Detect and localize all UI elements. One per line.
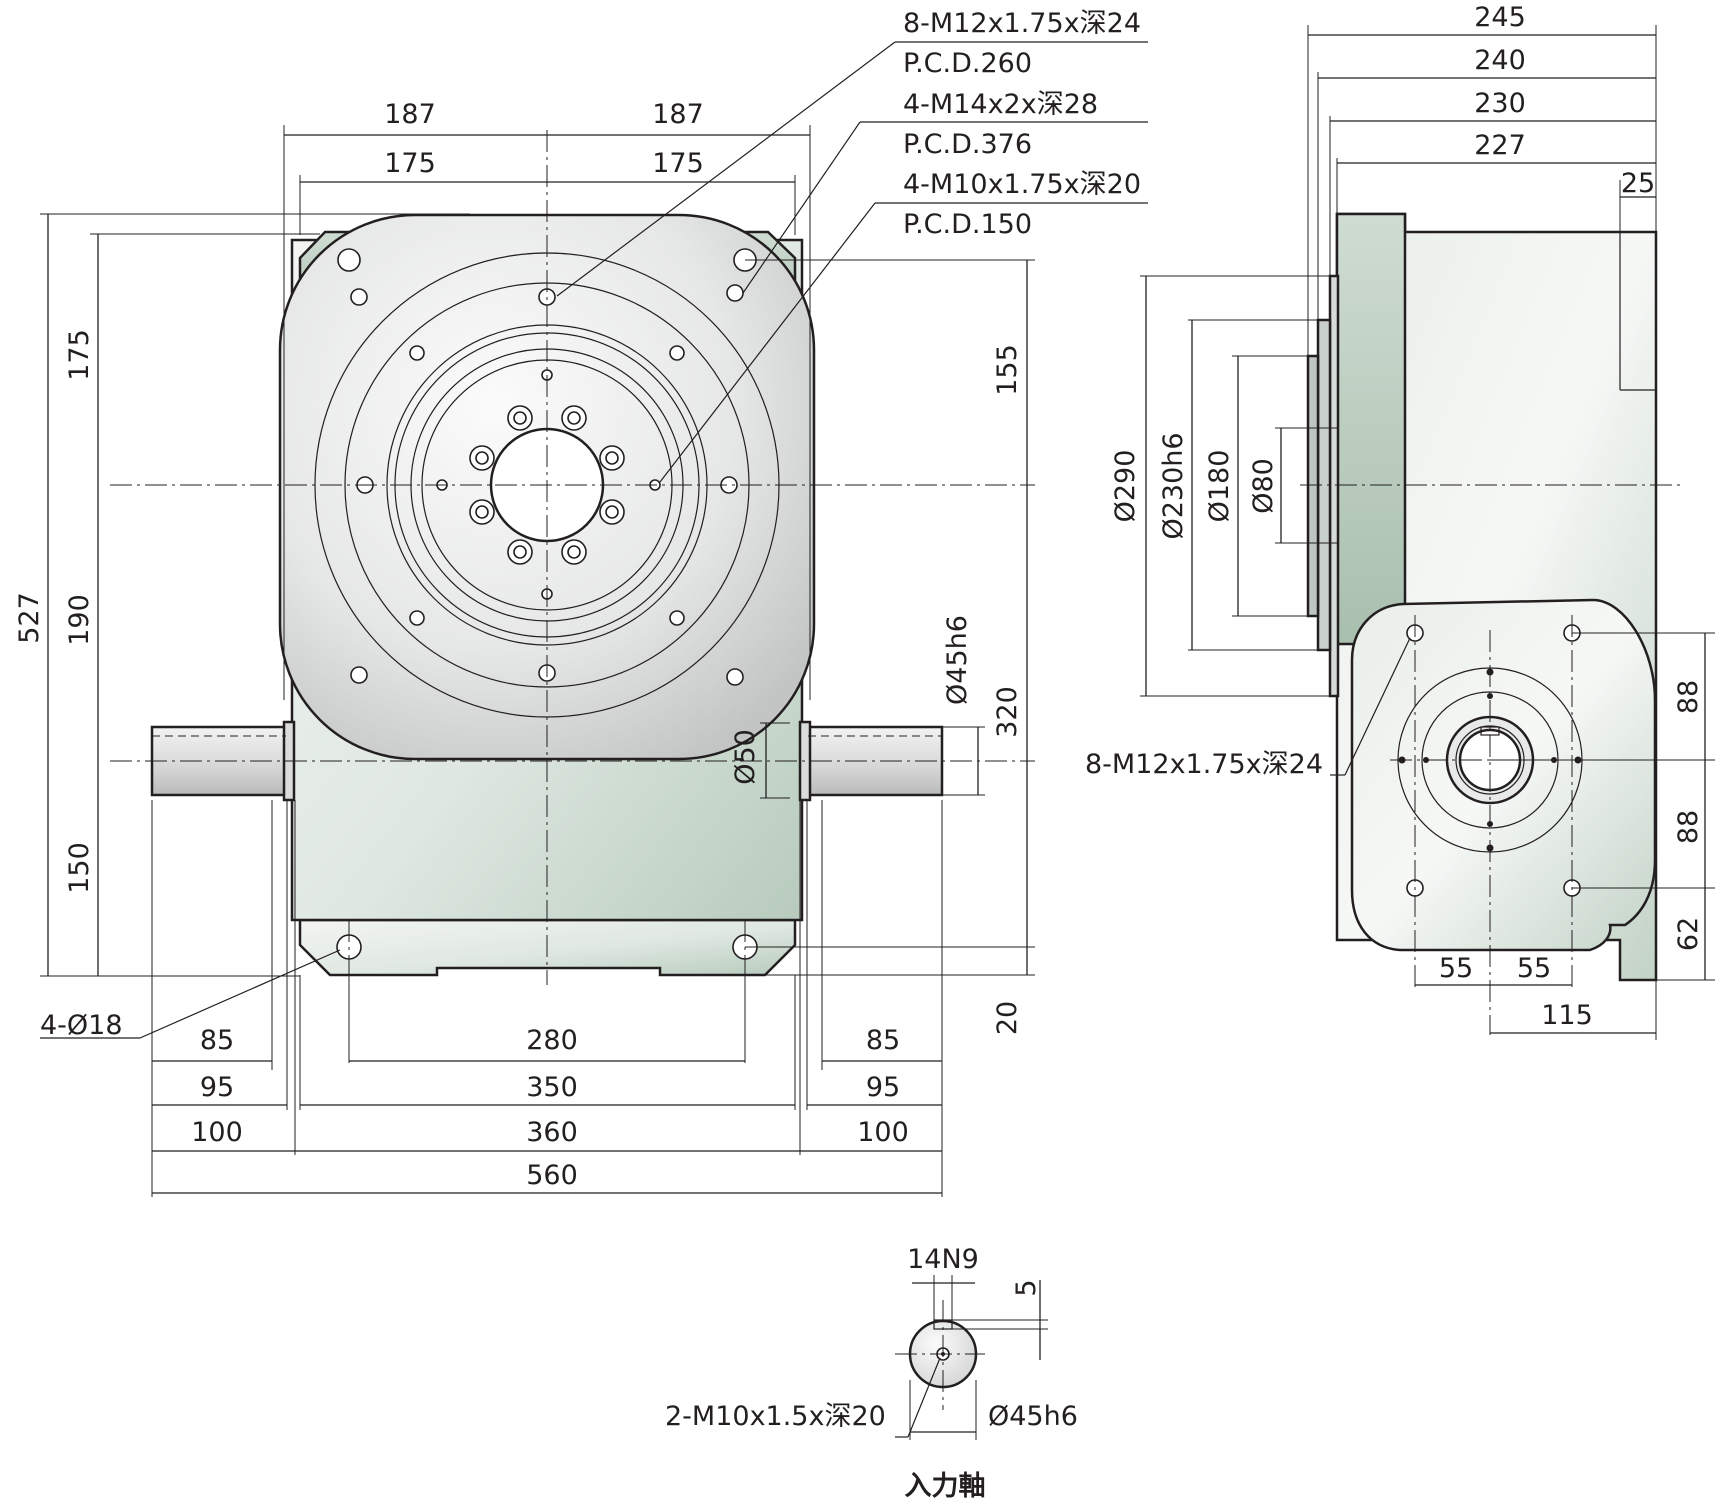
side-plate-3 (1306, 354, 1320, 618)
dim-360: 360 (526, 1117, 578, 1148)
dim-350: 350 (526, 1072, 578, 1103)
dim-190-vertical: 190 (64, 594, 95, 646)
dim-88-upper: 88 (1673, 680, 1704, 714)
dim-25: 25 (1621, 168, 1655, 199)
dim-155-vertical: 155 (992, 344, 1023, 396)
dim-527: 527 (14, 592, 45, 644)
dim-280: 280 (526, 1025, 578, 1056)
side-view: 245 240 230 227 25 Ø290 Ø230h6 Ø180 Ø80 … (1085, 2, 1715, 1040)
dim-245: 245 (1474, 2, 1526, 33)
dim-95-right: 95 (866, 1072, 900, 1103)
callout-pcd-3: P.C.D.150 (903, 209, 1032, 240)
dim-dia-230h6: Ø230h6 (1158, 432, 1189, 539)
dim-100-left: 100 (191, 1117, 243, 1148)
dim-150-vertical: 150 (64, 842, 95, 894)
dim-shaft-dia-45h6: Ø45h6 (942, 615, 973, 705)
input-shaft-view: 14N9 5 Ø45h6 2-M10x1.5x深20 入力軸 (665, 1244, 1078, 1502)
dim-187-left: 187 (384, 99, 436, 130)
dim-input-dia: Ø45h6 (988, 1401, 1078, 1432)
side-rear-flange (1335, 212, 1407, 646)
callout-pcd-1: P.C.D.260 (903, 48, 1032, 79)
dim-187-right: 187 (652, 99, 704, 130)
dim-85-left: 85 (200, 1025, 234, 1056)
dim-88-lower: 88 (1673, 810, 1704, 844)
callout-pcd-2: P.C.D.376 (903, 129, 1032, 160)
callout-holes-1: 8-M12x1.75x深24 (903, 8, 1141, 39)
dim-560: 560 (526, 1160, 578, 1191)
dim-key-depth-5: 5 (1011, 1279, 1042, 1296)
callout-holes-3: 4-M10x1.75x深20 (903, 169, 1141, 200)
dim-227: 227 (1474, 130, 1526, 161)
callout-holes-2: 4-M14x2x深28 (903, 89, 1098, 120)
front-view: 187 187 175 175 527 175 190 150 155 320 … (14, 8, 1148, 1197)
dim-230: 230 (1474, 88, 1526, 119)
dim-175-vertical: 175 (64, 329, 95, 381)
dim-240: 240 (1474, 45, 1526, 76)
dim-20-vertical: 20 (992, 1001, 1023, 1035)
callout-input-holes: 2-M10x1.5x深20 (665, 1401, 886, 1432)
dim-dia-180: Ø180 (1204, 450, 1235, 523)
dim-175-right: 175 (652, 148, 704, 179)
dim-key-14n9: 14N9 (907, 1244, 979, 1275)
dim-shaft-dia-50: Ø50 (730, 729, 761, 785)
dim-dia-80: Ø80 (1248, 458, 1279, 514)
callout-side-holes: 8-M12x1.75x深24 (1085, 749, 1323, 780)
dim-320-vertical: 320 (992, 686, 1023, 738)
dim-85-right: 85 (866, 1025, 900, 1056)
input-shaft-label: 入力軸 (905, 1471, 986, 1502)
dim-dia-290: Ø290 (1110, 450, 1141, 523)
dim-175-left: 175 (384, 148, 436, 179)
dim-55-left: 55 (1439, 953, 1473, 984)
side-dimensions (1140, 25, 1715, 1040)
front-dimensions (40, 41, 1148, 1197)
dim-55-right: 55 (1517, 953, 1551, 984)
dim-115: 115 (1541, 1000, 1593, 1031)
callout-base-holes: 4-Ø18 (40, 1010, 123, 1041)
dim-95-left: 95 (200, 1072, 234, 1103)
dim-100-right: 100 (857, 1117, 909, 1148)
dim-62: 62 (1673, 917, 1704, 951)
